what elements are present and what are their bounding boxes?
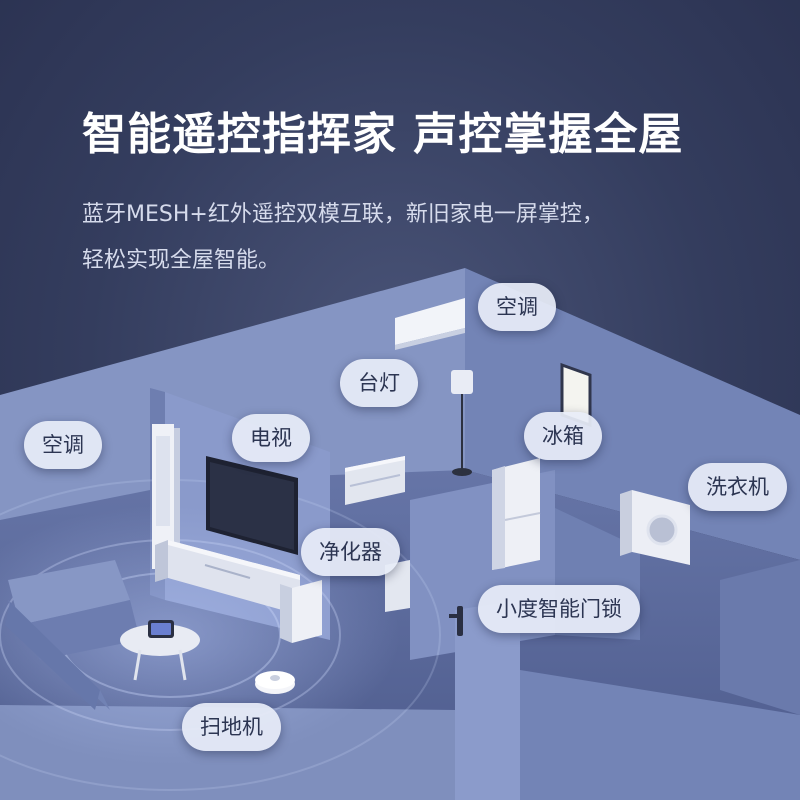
- label-door-lock: 小度智能门锁: [478, 585, 640, 633]
- small-cabinet: [385, 560, 410, 612]
- sofa: [5, 560, 140, 710]
- television: [206, 456, 298, 555]
- label-purifier: 净化器: [301, 528, 400, 576]
- label-floor-ac: 空调: [24, 421, 102, 469]
- sideboard: [345, 456, 405, 505]
- label-washer: 洗衣机: [688, 463, 787, 511]
- tv-cabinet: [155, 540, 300, 615]
- air-purifier: [280, 580, 322, 643]
- washing-machine: [620, 490, 690, 565]
- wall-air-conditioner: [395, 298, 465, 350]
- label-tv: 电视: [232, 414, 310, 462]
- subtitle-line-1: 蓝牙MESH+红外遥控双模互联，新旧家电一屏掌控，: [82, 202, 604, 227]
- robot-vacuum: [255, 671, 295, 694]
- label-robot-vacuum: 扫地机: [182, 703, 281, 751]
- fridge: [492, 458, 541, 570]
- subtitle-line-2: 轻松实现全屋智能。: [82, 248, 281, 273]
- coffee-table: [120, 620, 200, 681]
- smart-door-lock: [449, 606, 463, 636]
- floor-lamp: [451, 370, 473, 476]
- headline: 智能遥控指挥家 声控掌握全屋: [82, 109, 684, 160]
- label-fridge: 冰箱: [524, 412, 602, 460]
- tower-air-conditioner: [152, 424, 180, 569]
- label-lamp: 台灯: [340, 359, 418, 407]
- label-wall-ac: 空调: [478, 283, 556, 331]
